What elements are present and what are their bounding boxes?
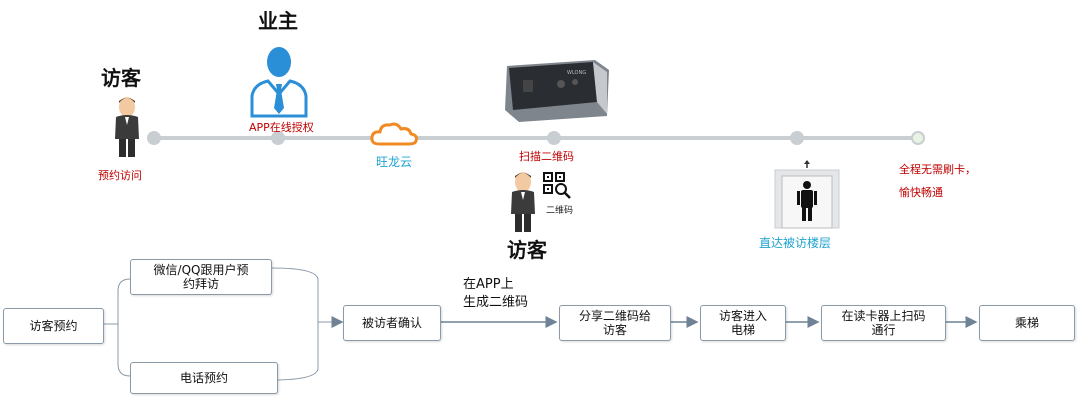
flow-box-ride: 乘梯 bbox=[979, 305, 1075, 341]
qr-code-icon bbox=[543, 172, 571, 199]
visitor-person-icon-mid bbox=[511, 172, 535, 232]
visitor-person-icon-left bbox=[115, 97, 139, 157]
flow-box-start: 访客预约 bbox=[3, 308, 104, 344]
visitor-title-left: 访客 bbox=[101, 66, 141, 90]
timeline-dot-end bbox=[911, 131, 925, 145]
flow-box-phone: 电话预约 bbox=[130, 362, 278, 394]
app-note-line1: 在APP上 bbox=[463, 277, 514, 292]
cloud-label: 旺龙云 bbox=[376, 155, 413, 169]
app-auth-label: APP在线授权 bbox=[249, 121, 314, 134]
card-reader-device-icon: WLONG bbox=[505, 60, 609, 122]
flow-confirm-text: 被访者确认 bbox=[361, 316, 422, 330]
visitor-title-mid: 访客 bbox=[507, 238, 547, 262]
timeline-dot-owner bbox=[271, 131, 285, 145]
cloud-icon bbox=[370, 122, 418, 146]
flow-phone-text: 电话预约 bbox=[179, 371, 228, 385]
flow-enter-line1: 访客进入 bbox=[718, 309, 767, 323]
timeline-dot-reserve bbox=[147, 131, 161, 145]
flow-scan-line1: 在读卡器上扫码 bbox=[841, 309, 926, 323]
direct-floor-label: 直达被访楼层 bbox=[759, 236, 832, 250]
flow-box-wechat: 微信/QQ跟用户预 约拜访 bbox=[130, 259, 272, 295]
flow-share-line2: 访客 bbox=[602, 323, 627, 337]
flow-wechat-line1: 微信/QQ跟用户预 bbox=[153, 263, 249, 277]
elevator-icon bbox=[774, 160, 840, 229]
no-card-line1: 全程无需刷卡， bbox=[899, 163, 976, 176]
flow-start-text: 访客预约 bbox=[29, 319, 78, 333]
svg-text:WLONG: WLONG bbox=[567, 70, 586, 76]
flow-ride-text: 乘梯 bbox=[1014, 316, 1039, 330]
reserve-visit-label: 预约访问 bbox=[98, 169, 142, 182]
owner-person-icon bbox=[250, 47, 308, 118]
timeline-line bbox=[150, 136, 920, 140]
flow-box-confirm: 被访者确认 bbox=[343, 305, 441, 341]
qr-small-label: 二维码 bbox=[546, 206, 574, 216]
flow-box-enter: 访客进入 电梯 bbox=[700, 305, 786, 341]
owner-title: 业主 bbox=[258, 9, 298, 33]
scan-qr-label: 扫描二维码 bbox=[519, 150, 574, 163]
app-note-line2: 生成二维码 bbox=[463, 295, 529, 310]
no-card-line2: 愉快畅通 bbox=[899, 186, 943, 199]
flow-box-scan: 在读卡器上扫码 通行 bbox=[821, 305, 946, 341]
flow-share-line1: 分享二维码给 bbox=[578, 309, 651, 323]
flow-box-share: 分享二维码给 访客 bbox=[559, 305, 671, 341]
timeline-dot-elevator bbox=[790, 131, 804, 145]
flow-wechat-line2: 约拜访 bbox=[182, 277, 219, 291]
flow-enter-line2: 电梯 bbox=[730, 323, 755, 337]
app-qr-note: 在APP上 生成二维码 bbox=[463, 276, 528, 312]
timeline-dot-scan bbox=[547, 131, 561, 145]
flow-scan-line2: 通行 bbox=[871, 323, 896, 337]
